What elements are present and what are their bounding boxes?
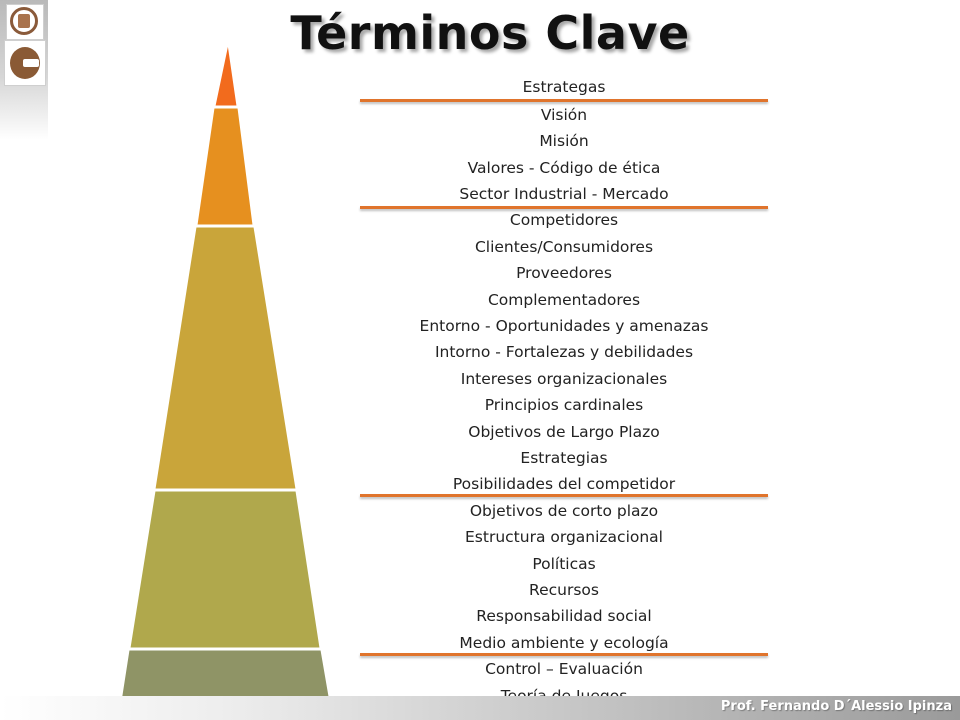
logo-cut — [23, 59, 39, 67]
term-valores: Valores - Código de ética — [467, 159, 661, 177]
pyramid-tier-3 — [154, 226, 297, 490]
term-estrategias: Estrategias — [520, 449, 608, 467]
term-estructura: Estructura organizacional — [465, 528, 663, 546]
term-control: Control – Evaluación — [485, 660, 643, 678]
term-entorno: Entorno - Oportunidades y amenazas — [419, 317, 709, 335]
divider-4 — [360, 653, 768, 656]
pyramid-tier-2 — [196, 107, 254, 226]
divider-3 — [360, 494, 768, 497]
divider-2 — [360, 206, 768, 209]
pyramid-tier-4 — [129, 490, 321, 649]
divider-1 — [360, 99, 768, 102]
term-mision: Misión — [539, 132, 589, 150]
centrum-logo — [4, 40, 46, 86]
footer-author: Prof. Fernando D´Alessio Ipinza — [720, 699, 952, 714]
slide-title: Términos Clave — [290, 6, 690, 60]
seal-center — [18, 14, 30, 28]
term-estrategas: Estrategas — [522, 78, 606, 96]
term-intereses: Intereses organizacionales — [460, 370, 668, 388]
pyramid-tier-1 — [214, 43, 238, 107]
term-clientes: Clientes/Consumidores — [474, 238, 654, 256]
term-competidores: Competidores — [509, 211, 619, 229]
term-vision: Visión — [540, 106, 588, 124]
term-posibilidades: Posibilidades del competidor — [452, 475, 676, 493]
footer-bar: Prof. Fernando D´Alessio Ipinza — [0, 696, 960, 720]
term-complementadores: Complementadores — [487, 291, 641, 309]
term-objetivos-corto: Objetivos de corto plazo — [469, 502, 659, 520]
seal-ring — [10, 7, 38, 35]
term-politicas: Políticas — [532, 555, 596, 573]
term-intorno: Intorno - Fortalezas y debilidades — [434, 343, 694, 361]
term-medio-ambiente: Medio ambiente y ecología — [459, 634, 669, 652]
term-sector-industrial: Sector Industrial - Mercado — [459, 185, 669, 203]
term-proveedores: Proveedores — [516, 264, 612, 282]
term-principios: Principios cardinales — [484, 396, 644, 414]
university-seal-logo — [6, 4, 44, 40]
term-objetivos-largo: Objetivos de Largo Plazo — [468, 423, 660, 441]
term-recursos: Recursos — [529, 581, 599, 599]
term-responsabilidad: Responsabilidad social — [476, 607, 652, 625]
